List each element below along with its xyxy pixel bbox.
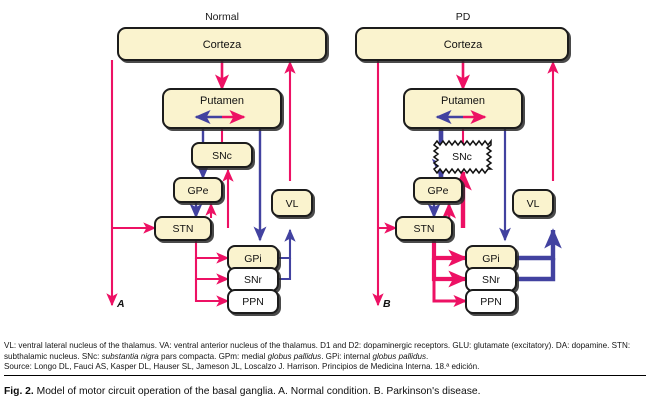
figure-caption: Fig. 2. Model of motor circuit operation…	[4, 385, 646, 398]
footnote-abbrev-part3: . GPi: internal	[321, 351, 373, 361]
node-label-stn-pd: STN	[414, 223, 435, 235]
node-snc-normal[interactable]	[191, 142, 253, 168]
edge-gpi-vl-pd	[514, 228, 562, 261]
panel-pd: PD	[355, 11, 569, 314]
node-gpe-pd[interactable]	[413, 177, 463, 203]
node-corteza-pd[interactable]	[355, 27, 569, 61]
node-label-putamen-pd: Putamen	[441, 95, 485, 107]
footnote-gpi-italic: globus pallidus	[372, 351, 427, 361]
node-stn-pd[interactable]	[395, 216, 453, 241]
basal-ganglia-diagram: Normal	[106, 11, 569, 314]
node-gpe-normal[interactable]	[173, 177, 223, 203]
node-label-vl-pd: VL	[527, 198, 540, 210]
node-label-gpe-normal: GPe	[187, 185, 208, 197]
node-putamen-normal[interactable]	[162, 88, 282, 129]
node-label-gpi-normal: GPi	[244, 253, 262, 265]
node-group-pd	[355, 27, 569, 314]
node-label-snr-pd: SNr	[482, 274, 501, 286]
node-ppn-normal[interactable]	[227, 289, 279, 314]
node-vl-normal[interactable]	[271, 189, 313, 217]
panel-normal: Normal	[106, 11, 327, 314]
node-vl-pd[interactable]	[512, 189, 554, 217]
node-label-snr-normal: SNr	[244, 274, 263, 286]
panel-letter-a: A	[116, 298, 125, 310]
footnote-source: Source: Longo DL, Fauci AS, Kasper DL, H…	[4, 362, 480, 372]
edge-stn-snr-pd	[431, 258, 468, 288]
caption-divider	[4, 375, 646, 376]
node-group-normal	[117, 27, 327, 314]
node-snc-pd[interactable]	[432, 138, 494, 175]
footnote-gpm-italic: globus pallidus	[267, 351, 322, 361]
footnote-abbrev-part1: VL: ventral lateral nucleus of the thala…	[4, 341, 631, 361]
snc-degenerated-shape	[432, 138, 494, 175]
node-ppn-pd[interactable]	[465, 289, 517, 314]
node-corteza-normal[interactable]	[117, 27, 327, 61]
edge-snr-vl-pd	[514, 258, 556, 282]
node-label-vl-normal: VL	[286, 198, 299, 210]
node-stn-normal[interactable]	[154, 216, 212, 241]
node-label-snc-pd: SNc	[452, 151, 472, 163]
node-label-ppn-normal: PPN	[242, 296, 264, 308]
footnote-snc-italic: substantia nigra	[101, 351, 159, 361]
node-label-putamen-normal: Putamen	[200, 95, 244, 107]
panel-title-normal: Normal	[205, 11, 239, 23]
edge-stn-ppn-pd	[432, 279, 468, 308]
node-label-corteza-normal: Corteza	[203, 39, 242, 51]
edge-stn-gpi	[194, 240, 230, 264]
edge-snr-vl	[274, 258, 292, 281]
figure-footnote: VL: ventral lateral nucleus of the thala…	[4, 341, 646, 373]
node-label-corteza-pd: Corteza	[444, 39, 483, 51]
edge-stn-ppn	[194, 279, 230, 307]
edge-stn-gpi-pd	[431, 240, 468, 267]
node-putamen-pd[interactable]	[403, 88, 523, 129]
edge-stn-snr	[194, 258, 230, 285]
caption-label: Fig. 2.	[4, 386, 34, 397]
node-label-snc-normal: SNc	[212, 150, 232, 162]
footnote-abbrev-part2: pars compacta. GPm: medial	[158, 351, 268, 361]
panel-title-pd: PD	[456, 11, 471, 23]
caption-text: Model of motor circuit operation of the …	[36, 386, 481, 397]
panel-letter-b: B	[383, 298, 391, 310]
node-label-gpe-pd: GPe	[427, 185, 448, 197]
node-label-ppn-pd: PPN	[480, 296, 502, 308]
footnote-abbrev-part4: .	[426, 351, 429, 361]
node-label-gpi-pd: GPi	[482, 253, 500, 265]
node-label-stn-normal: STN	[173, 223, 194, 235]
